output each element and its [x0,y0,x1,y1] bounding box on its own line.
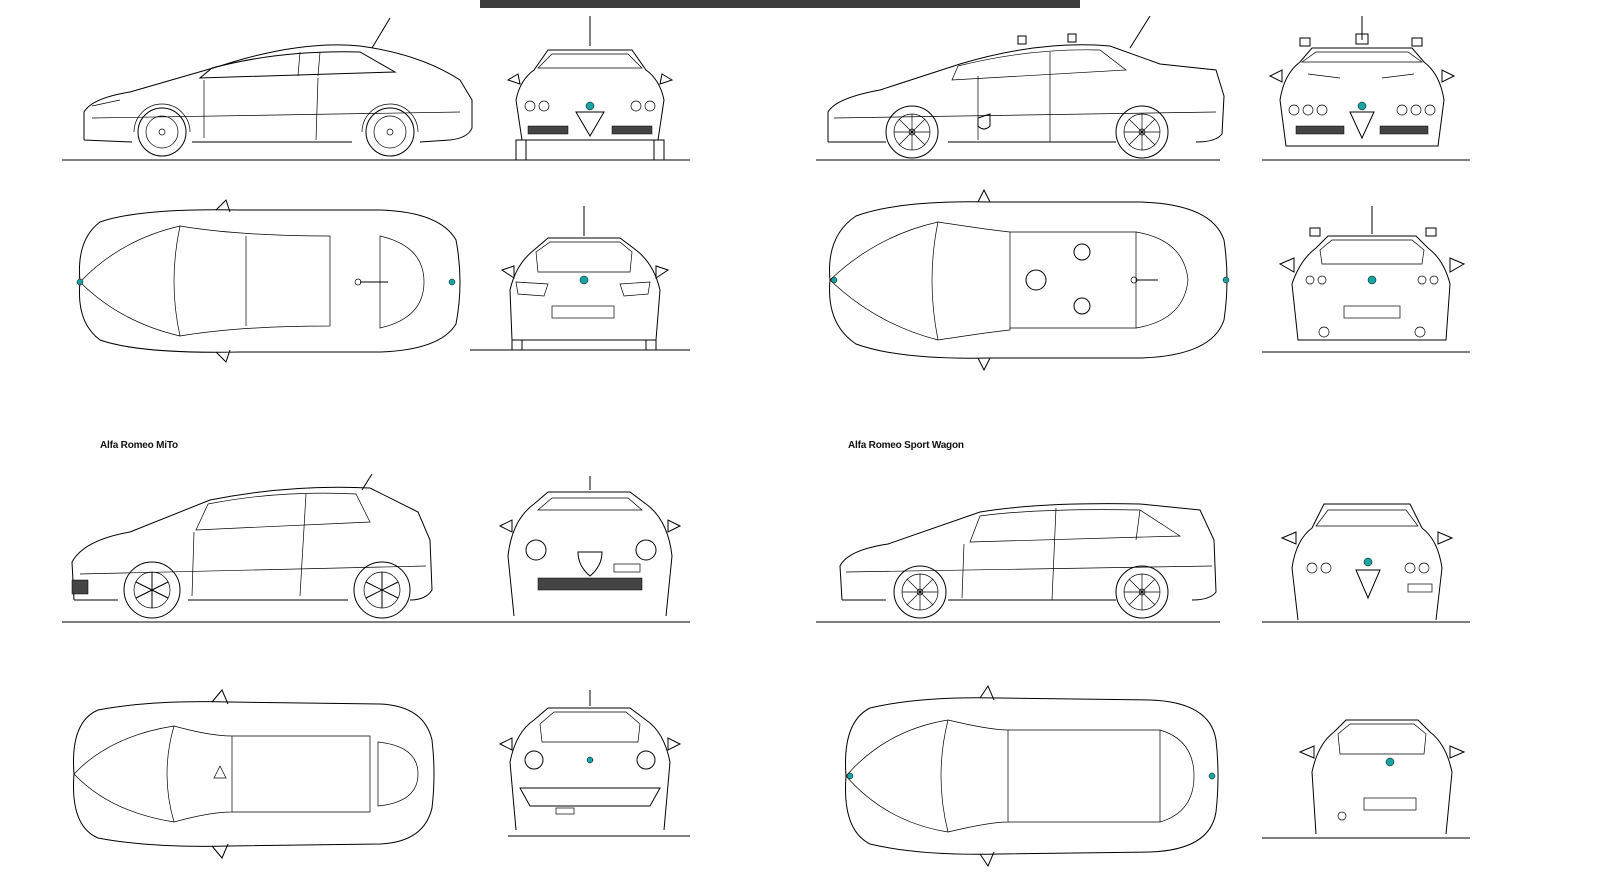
title-bar-strip [480,0,1080,8]
sport-wagon-front-view [1262,503,1470,623]
coupe-side-view [62,17,690,161]
sport-wagon-rear-view [1262,719,1470,839]
sport-wagon-side-view [816,503,1220,623]
sedan-police-side-view [816,15,1225,161]
caption-alfa-romeo-mito: Alfa Romeo MiTo [100,440,178,451]
mito-side-view [62,473,690,623]
sedan-police-top-view [829,188,1230,372]
sedan-police-rear-view [1262,206,1470,353]
mito-rear-view [498,690,690,837]
sport-wagon-top-view [845,684,1219,868]
mito-top-view [73,689,435,859]
caption-alfa-romeo-sport-wagon: Alfa Romeo Sport Wagon [848,440,964,451]
sedan-police-front-view [1262,16,1470,161]
coupe-top-view [76,199,461,363]
mito-front-view [498,476,690,623]
coupe-front-view [506,16,690,161]
coupe-rear-view [470,206,690,351]
